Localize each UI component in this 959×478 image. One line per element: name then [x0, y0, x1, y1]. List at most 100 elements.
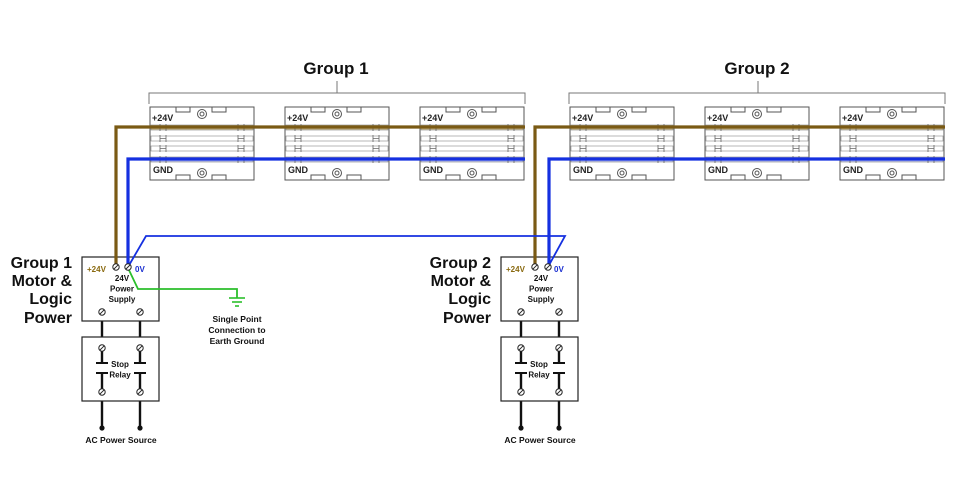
module-bottom-notch: [595, 174, 647, 180]
screw-terminal-icon: [517, 308, 525, 316]
module-rail: [150, 135, 254, 142]
ac-terminal-dot: [137, 425, 143, 431]
module-bottom-notch: [445, 174, 497, 180]
svg-text:Single Point: Single Point: [212, 314, 261, 324]
connector-icon: [429, 145, 437, 152]
module-rail: [705, 145, 809, 152]
svg-text:Connection to: Connection to: [208, 325, 265, 335]
module-body: [704, 106, 810, 181]
connector-icon: [237, 135, 245, 142]
module-body: [569, 106, 675, 181]
power-supply-name: 24V: [115, 274, 130, 283]
mount-hole-icon: [887, 168, 897, 178]
relay-name: Stop: [111, 360, 129, 369]
group-1-title: Group 1: [303, 59, 368, 78]
module-top-notch: [445, 107, 497, 113]
screw-terminal-icon: [531, 263, 539, 271]
connector-icon: [507, 145, 515, 152]
connector-icon: [507, 135, 515, 142]
screw-terminal-icon: [555, 388, 563, 396]
connector-icon: [579, 145, 587, 152]
module-top-notch: [175, 107, 227, 113]
terminal-label-0v: 0V: [554, 265, 564, 274]
connector-icon: [579, 135, 587, 142]
screw-terminal-icon: [136, 308, 144, 316]
module-rail: [420, 135, 524, 142]
connector-icon: [714, 135, 722, 142]
connector-icon: [657, 145, 665, 152]
module-label-gnd: GND: [708, 165, 729, 175]
mount-hole-icon: [752, 109, 762, 119]
connector-icon: [237, 145, 245, 152]
wire-layer: [112, 125, 945, 298]
module-rail: [285, 145, 389, 152]
module-rail: [150, 145, 254, 152]
mount-hole-icon: [617, 109, 627, 119]
mount-hole-icon: [197, 109, 207, 119]
connector-icon: [159, 145, 167, 152]
module-label-24v: +24V: [707, 113, 728, 123]
screw-terminal-icon: [544, 263, 552, 271]
connector-icon: [159, 135, 167, 142]
connector-icon: [792, 145, 800, 152]
mount-hole-icon: [617, 168, 627, 178]
ac-terminal-dot: [518, 425, 524, 431]
module-label-gnd: GND: [423, 165, 444, 175]
module-rail: [420, 145, 524, 152]
terminal-label-24v: +24V: [87, 265, 107, 274]
wire-24v-group-2: [533, 125, 945, 266]
screw-terminal-icon: [98, 388, 106, 396]
module-label-24v: +24V: [572, 113, 593, 123]
earth-ground-symbol: [229, 297, 245, 307]
group-1-bracket: [148, 81, 526, 104]
relay-name: Relay: [528, 371, 550, 380]
mount-hole-icon: [467, 168, 477, 178]
connector-icon: [294, 145, 302, 152]
connector-icon: [927, 135, 935, 142]
mount-hole-icon: [334, 170, 340, 176]
module-g1-3: +24V GND: [419, 106, 525, 181]
mount-hole-icon: [754, 111, 760, 117]
mount-hole-icon: [889, 170, 895, 176]
mount-hole-icon: [619, 111, 625, 117]
ac-terminal-dot: [556, 425, 562, 431]
mount-hole-icon: [752, 168, 762, 178]
power-supply-name: Power: [529, 285, 553, 294]
svg-text:Motor &: Motor &: [431, 273, 492, 290]
power-supply-box: [500, 256, 579, 322]
screw-terminal-icon: [98, 344, 106, 352]
screw-terminal-icon: [555, 308, 563, 316]
module-body: [419, 106, 525, 181]
module-label-gnd: GND: [288, 165, 309, 175]
ac-terminal-dot: [99, 425, 105, 431]
wire-earth: [127, 267, 238, 298]
connector-icon: [849, 135, 857, 142]
connector-icon: [849, 145, 857, 152]
screw-terminal-icon: [98, 308, 106, 316]
screw-terminal-icon: [555, 344, 563, 352]
relay-name: Stop: [530, 360, 548, 369]
module-label-24v: +24V: [422, 113, 443, 123]
terminal-label-0v: 0V: [135, 265, 145, 274]
mount-hole-icon: [197, 168, 207, 178]
mount-hole-icon: [469, 111, 475, 117]
svg-text:Power: Power: [443, 310, 491, 327]
mount-hole-icon: [887, 109, 897, 119]
module-rail: [840, 135, 944, 142]
svg-text:Power: Power: [24, 310, 72, 327]
svg-text:Group 2: Group 2: [430, 255, 491, 272]
wire-0v-group-1: [126, 157, 525, 266]
svg-text:Group 1: Group 1: [11, 255, 72, 272]
screw-terminal-icon: [124, 263, 132, 271]
module-rail: [285, 135, 389, 142]
mount-hole-icon: [199, 170, 205, 176]
screw-terminal-icon: [112, 263, 120, 271]
stop-relay-box: [500, 336, 579, 402]
